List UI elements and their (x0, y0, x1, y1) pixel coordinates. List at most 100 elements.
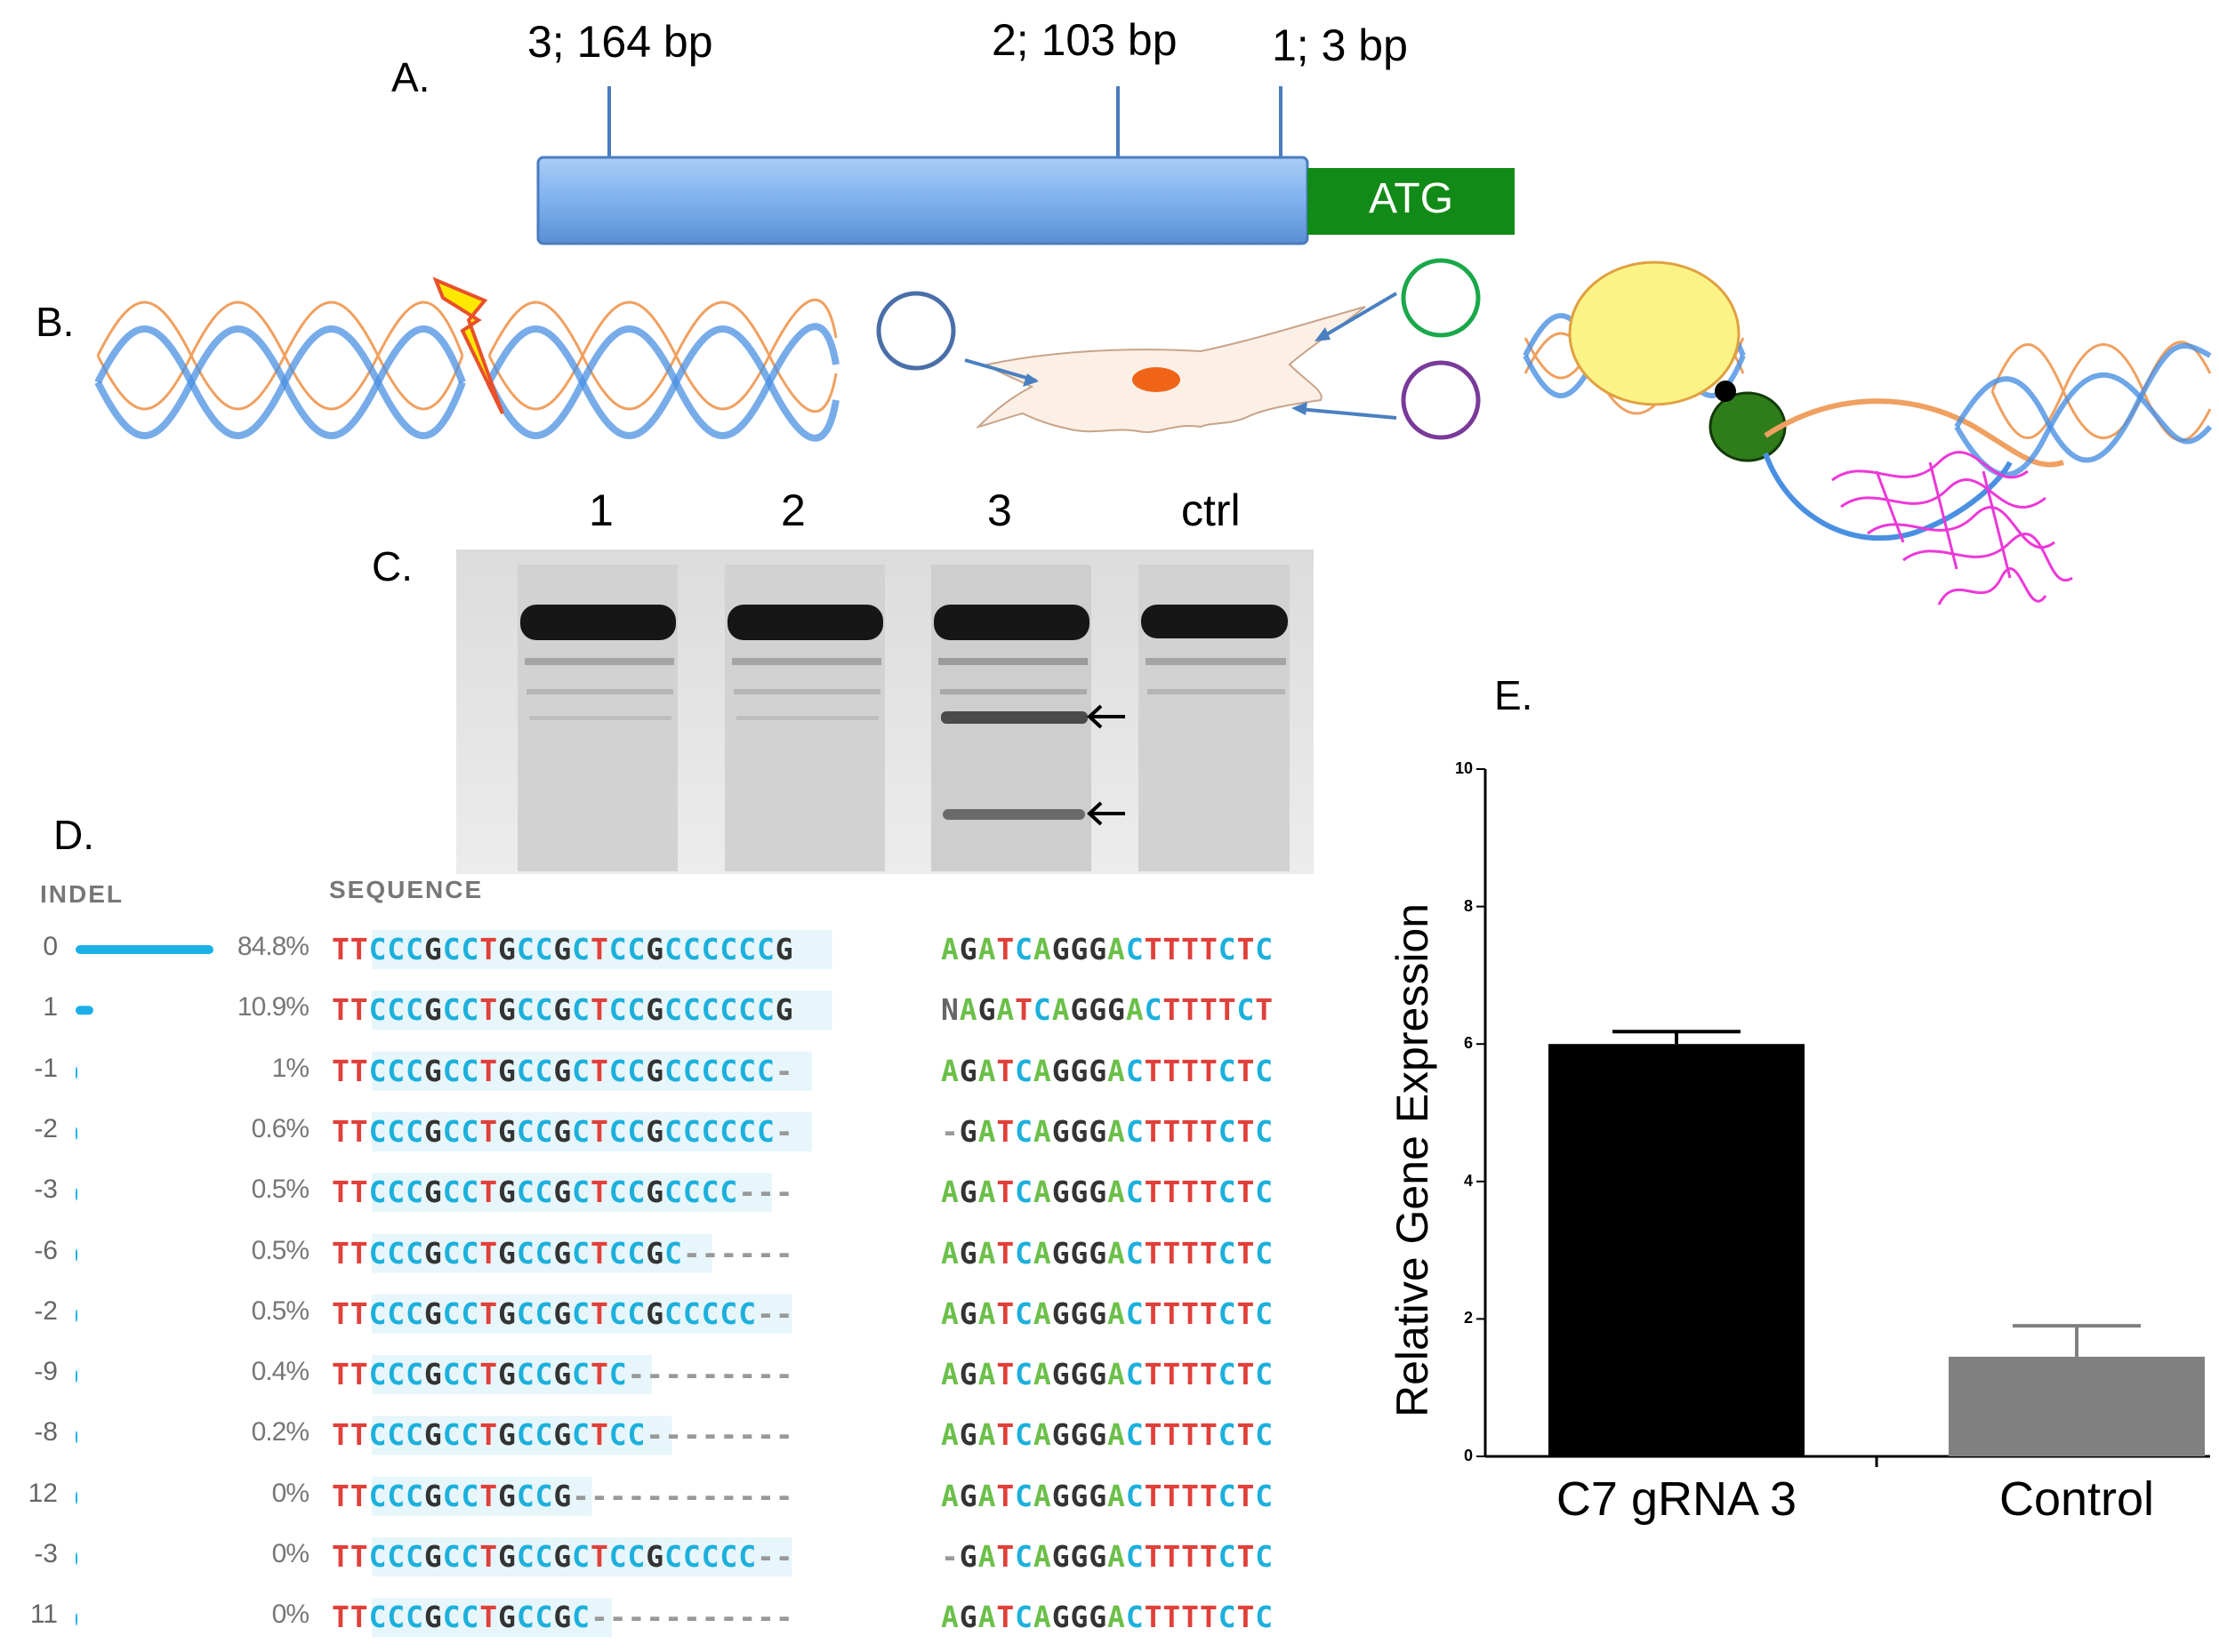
sequence-right: AGATCAGGGACTTTTCTC (941, 1295, 1274, 1331)
sequence-highlight (372, 930, 832, 969)
cell-body (975, 306, 1366, 433)
gel-band-arrow-upper (1087, 704, 1125, 729)
gel-lane-ctrl (1138, 565, 1290, 871)
sequence-highlight (372, 1355, 652, 1395)
indel-percent: 1% (271, 1053, 310, 1083)
gel-lane-2 (725, 565, 885, 871)
sequence-right: AGATCAGGGACTTTTCTC (941, 1600, 1274, 1635)
indel-frequency-bar (76, 1309, 77, 1322)
sequence-highlight (372, 1476, 592, 1516)
gel-lane-label-ctrl: ctrl (1181, 485, 1241, 535)
indel-frequency-bar (76, 1066, 77, 1079)
sequence-left: TTCCCGCCTGCCGCTCCGCCCCCC- (332, 1053, 794, 1088)
plasmid-purple-icon (1401, 360, 1481, 440)
panel-label-b: B. (36, 299, 75, 345)
indel-value: 12 (28, 1478, 58, 1508)
indel-frequency-bar (76, 1552, 77, 1565)
indel-column-header: INDEL (40, 880, 124, 908)
gel-lane-label-3: 3 (987, 485, 1012, 535)
indel-percent: 0.2% (251, 1417, 310, 1448)
sequence-left: TTCCCGCCTGCCGCTCCGCCCCCC- (332, 1113, 794, 1149)
lightning-bolt-icon (432, 277, 504, 414)
dna-helix-left (94, 301, 466, 439)
sequence-left: TTCCCGCCTGCCGCTCCGCCCCCCG (332, 992, 794, 1028)
panel-label-e: E. (1494, 672, 1533, 718)
sequence-right: AGATCAGGGACTTTTCTC (941, 1175, 1274, 1210)
gel-lane-label-2: 2 (781, 485, 806, 535)
indel-value: -3 (34, 1175, 58, 1205)
sequence-highlight (372, 1051, 812, 1091)
indel-percent: 0.4% (251, 1357, 310, 1387)
indel-value: -3 (34, 1539, 58, 1568)
indel-frequency-bar (76, 945, 213, 954)
panel-label-c: C. (372, 543, 413, 589)
indel-frequency-bar (76, 1127, 77, 1140)
chart-y-tick-label: 0 (1463, 1447, 1473, 1464)
panel-label-a: A. (391, 54, 430, 100)
histone-ribbons (1831, 451, 2073, 605)
effector-domain (1708, 391, 1787, 462)
chart-y-axis-label: Relative Gene Expression (1387, 902, 1437, 1418)
sequence-highlight (372, 1415, 672, 1456)
sequence-left: TTCCCGCCTGCCGCTCCGCCCCC-- (332, 1539, 794, 1574)
chart-y-tick-label: 4 (1463, 1171, 1473, 1190)
plasmid-green-icon (1401, 258, 1481, 338)
gene-expression-chart (1476, 768, 2210, 1467)
indel-percent: 0% (271, 1539, 310, 1568)
sequence-right: -GATCAGGGACTTTTCTC (941, 1539, 1274, 1574)
sequence-highlight (372, 1598, 612, 1638)
plasmid-blue-icon (876, 291, 956, 371)
indel-value: -9 (34, 1357, 58, 1387)
indel-percent: 0% (271, 1478, 310, 1508)
indel-percent: 0.5% (251, 1295, 310, 1326)
indel-percent: 0.5% (251, 1175, 310, 1205)
gel-lane-1 (518, 565, 678, 871)
indel-frequency-bar (76, 1006, 93, 1015)
indel-percent: 0.6% (251, 1113, 310, 1143)
indel-percent: 0% (271, 1600, 310, 1630)
indel-frequency-bar (76, 1188, 77, 1201)
sequence-right: AGATCAGGGACTTTTCTC (941, 1478, 1274, 1513)
sequence-highlight (372, 1173, 772, 1213)
sequence-left: TTCCCGCCTGCCGC----------- (332, 1600, 794, 1635)
atg-box (1307, 168, 1515, 235)
sequence-left: TTCCCGCCTGCCGCTCCGCCCCC-- (332, 1295, 794, 1331)
sequence-right: AGATCAGGGACTTTTCTC (941, 932, 1274, 966)
indel-frequency-bars (76, 930, 832, 1638)
cell-transfection (876, 258, 1481, 440)
sequence-right: AGATCAGGGACTTTTCTC (941, 1053, 1274, 1088)
sequence-highlight (372, 1111, 812, 1151)
sequence-right: AGATCAGGGACTTTTCTC (941, 1417, 1274, 1453)
indel-value: -6 (34, 1235, 58, 1265)
chart-bar (1949, 1356, 2205, 1456)
cas9-complex-illustration (1523, 261, 2213, 605)
indel-frequency-bar (76, 1613, 77, 1626)
indel-value: 11 (29, 1600, 58, 1630)
chart-category-label: C7 gRNA 3 (1556, 1472, 1797, 1526)
indel-frequency-bar (76, 1491, 77, 1504)
chart-bar (1548, 1044, 1805, 1456)
gel-lane-3 (931, 565, 1091, 871)
indel-value: -2 (34, 1113, 58, 1143)
indel-percent: 10.9% (237, 992, 310, 1022)
sequence-highlight (372, 1294, 792, 1334)
cut-site-2-label: 2; 103 bp (992, 15, 1178, 65)
gel-lane-label-1: 1 (589, 485, 614, 535)
sequence-left: TTCCCGCCTGCCG------------ (332, 1478, 794, 1513)
gene-schematic (536, 86, 1515, 245)
indel-frequency-bar (76, 1248, 77, 1262)
gel-image (456, 549, 1314, 874)
sequence-right: AGATCAGGGACTTTTCTC (941, 1357, 1274, 1392)
indel-percent: 0.5% (251, 1235, 310, 1265)
chart-y-tick-label: 10 (1454, 759, 1473, 777)
panel-label-d: D. (53, 812, 94, 858)
indel-percent: 84.8% (237, 932, 310, 961)
sequence-left: TTCCCGCCTGCCGCTCCGCCCC--- (332, 1175, 794, 1210)
cas9-protein (1568, 261, 1741, 406)
sequence-right: NAGATCAGGGACTTTTCT (941, 992, 1274, 1028)
sequence-left: TTCCCGCCTGCCGCTCCGCCCCCCG (332, 932, 794, 966)
arrow-green (1319, 292, 1398, 340)
indel-value: -1 (34, 1053, 58, 1083)
chart-category-label: Control (1998, 1472, 2155, 1526)
